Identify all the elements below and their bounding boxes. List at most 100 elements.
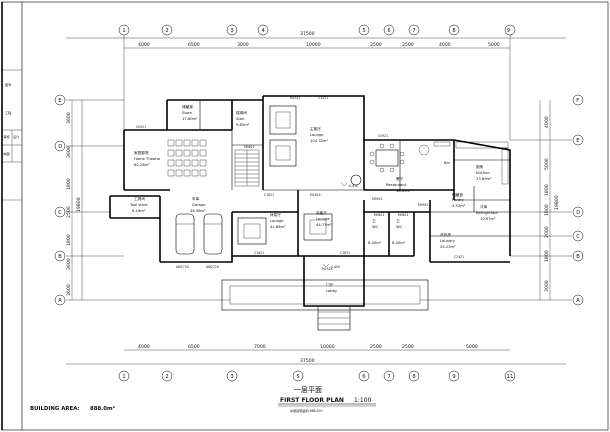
- dimension-label: 7000: [254, 344, 266, 350]
- room-kitchen: 厨房 Kitchen 33.89m²: [476, 164, 492, 181]
- room-area: 24.23m²: [440, 245, 456, 249]
- room-lounge-b: 会客厅 Lounge 44.73m²: [316, 210, 332, 227]
- room-wc-a: 卫 WC 6.40m²: [368, 219, 382, 245]
- opening-tag: M1824: [310, 193, 321, 197]
- room-name-zh: 储藏室: [452, 192, 463, 197]
- lounge-sofa-sets: [237, 105, 362, 245]
- dimension-label: 2500: [402, 42, 414, 48]
- axis-label: A: [58, 298, 62, 304]
- dimension-label: 3000: [237, 42, 249, 48]
- title-en: FIRST FLOOR PLAN: [280, 397, 344, 404]
- axis-label: D: [58, 144, 62, 150]
- dimension-label: 2500: [370, 344, 382, 350]
- room-refrigerator: 冷库 Refrigerator 10.97m²: [476, 204, 499, 221]
- opening-tag: C1821: [340, 251, 350, 255]
- room-area: 8.16m²: [132, 209, 146, 213]
- bottom-axis-bubbles: 1 2 3 5 6 7 8 9 11: [118, 370, 516, 382]
- room-area: 104.72m²: [310, 139, 328, 143]
- left-axis-bubbles: E D C B A: [54, 94, 66, 306]
- dimension-label: 4000: [138, 344, 150, 350]
- opening-tag: AM2724: [176, 265, 189, 269]
- dimension-label: 3600: [66, 284, 72, 296]
- room-area: 46.38m²: [190, 209, 206, 213]
- dimension-label: 3600: [66, 258, 72, 270]
- axis-label: E: [58, 98, 61, 104]
- theatre-seating: [167, 139, 207, 177]
- room-name-en: WC: [372, 225, 379, 229]
- room-name-en: Laundry: [440, 239, 456, 243]
- room-name-zh: 车库: [192, 196, 200, 201]
- dimension-label: 2500: [402, 344, 414, 350]
- title-zh: 一层平面: [294, 386, 322, 394]
- axis-label: 2: [165, 28, 168, 34]
- title-scale: 1:100: [354, 397, 371, 404]
- left-overall-dimension: 19800: [76, 197, 82, 212]
- dimension-label: 3600: [66, 146, 72, 158]
- room-name-en: Store: [182, 111, 192, 115]
- room-name-zh: 门厅: [326, 282, 334, 287]
- room-lounge-a: 休息厅 Lounge 42.88m²: [270, 212, 286, 229]
- room-name-en: Refrigerator: [476, 211, 499, 215]
- opening-tag: C1521: [318, 96, 328, 100]
- top-overall-dimension: 37500: [300, 31, 315, 37]
- dimension-label: 3600: [66, 112, 72, 124]
- axis-label: A: [576, 298, 580, 304]
- axis-label: 7: [387, 374, 390, 380]
- room-name-zh: 卫: [372, 219, 376, 223]
- level-marks: -0.450 -0.450: [322, 182, 358, 269]
- room-stair: 楼梯间 Stair 9.85m²: [236, 110, 250, 127]
- axis-label: 5: [362, 28, 365, 34]
- axis-label: B: [58, 254, 62, 260]
- drawing-title: 一层平面 FIRST FLOOR PLAN 1:100 本层建筑面积:888.0…: [278, 386, 376, 413]
- dimension-label: 1800: [544, 204, 550, 216]
- room-area: 5.52m²: [452, 204, 466, 208]
- axis-label: 8: [452, 28, 455, 34]
- dimension-label: 2000: [544, 226, 550, 238]
- room-name-en: Lounge: [270, 219, 284, 223]
- opening-tag: C1821: [254, 251, 264, 255]
- dimension-label: 10000: [320, 344, 335, 350]
- axis-label: 6: [362, 374, 365, 380]
- room-name-en: Kitchen: [476, 171, 491, 175]
- opening-tag: M1524: [322, 267, 333, 271]
- opening-tag: C0921: [378, 134, 388, 138]
- axis-label: 8: [412, 374, 415, 380]
- garage-cars: [175, 213, 223, 255]
- dimension-label: 3000: [544, 280, 550, 292]
- axis-grid-lines: [66, 35, 572, 301]
- axis-label: 6: [387, 28, 390, 34]
- axis-label: 4: [261, 28, 265, 34]
- room-lounge-main: 主客厅 Lounge 104.72m²: [310, 126, 328, 143]
- room-name-en: Lounge: [316, 217, 330, 221]
- opening-tag: C2421: [454, 255, 464, 259]
- dimension-label: 6500: [188, 42, 200, 48]
- dimension-label: 1800: [66, 234, 72, 246]
- room-tool-store: 工具间 Tool store 8.16m²: [129, 196, 148, 213]
- top-axis-bubbles: 1 2 3 4 5 6 7 8 9: [118, 24, 516, 36]
- dimension-label: 1800: [66, 178, 72, 190]
- room-bar: Bar: [444, 161, 451, 165]
- room-name-en: Pantry: [452, 198, 465, 202]
- building-area-value: 888.0m²: [90, 405, 116, 412]
- room-name-en: Tool store: [129, 203, 148, 207]
- axis-label: C: [576, 234, 580, 240]
- opening-tag: M0821: [398, 213, 409, 217]
- top-dimension-chain: 37500 4000 6500 3000 10000 2500 2500 400…: [66, 31, 566, 49]
- dimension-label: 4000: [544, 116, 550, 128]
- bottom-overall-dimension: 37500: [300, 358, 315, 364]
- room-name-zh: 冷库: [480, 204, 488, 209]
- title-block-cell: 图号: [5, 82, 11, 87]
- room-laundry: 洗衣房 Laundry 24.23m²: [440, 232, 456, 249]
- room-name-en: Home Theatre: [134, 157, 161, 161]
- dimension-label: 2500: [370, 42, 382, 48]
- room-restaurant: 餐厅 Restaurant 48.65m²: [386, 176, 412, 193]
- right-axis-bubbles: F E D C B A: [572, 94, 584, 306]
- axis-label: 2: [165, 374, 168, 380]
- axis-label: D: [576, 210, 580, 216]
- opening-tag: M0821: [244, 145, 255, 149]
- axis-label: C: [58, 210, 62, 216]
- dimension-label: 1800: [544, 184, 550, 196]
- dimension-label: 5000: [466, 344, 478, 350]
